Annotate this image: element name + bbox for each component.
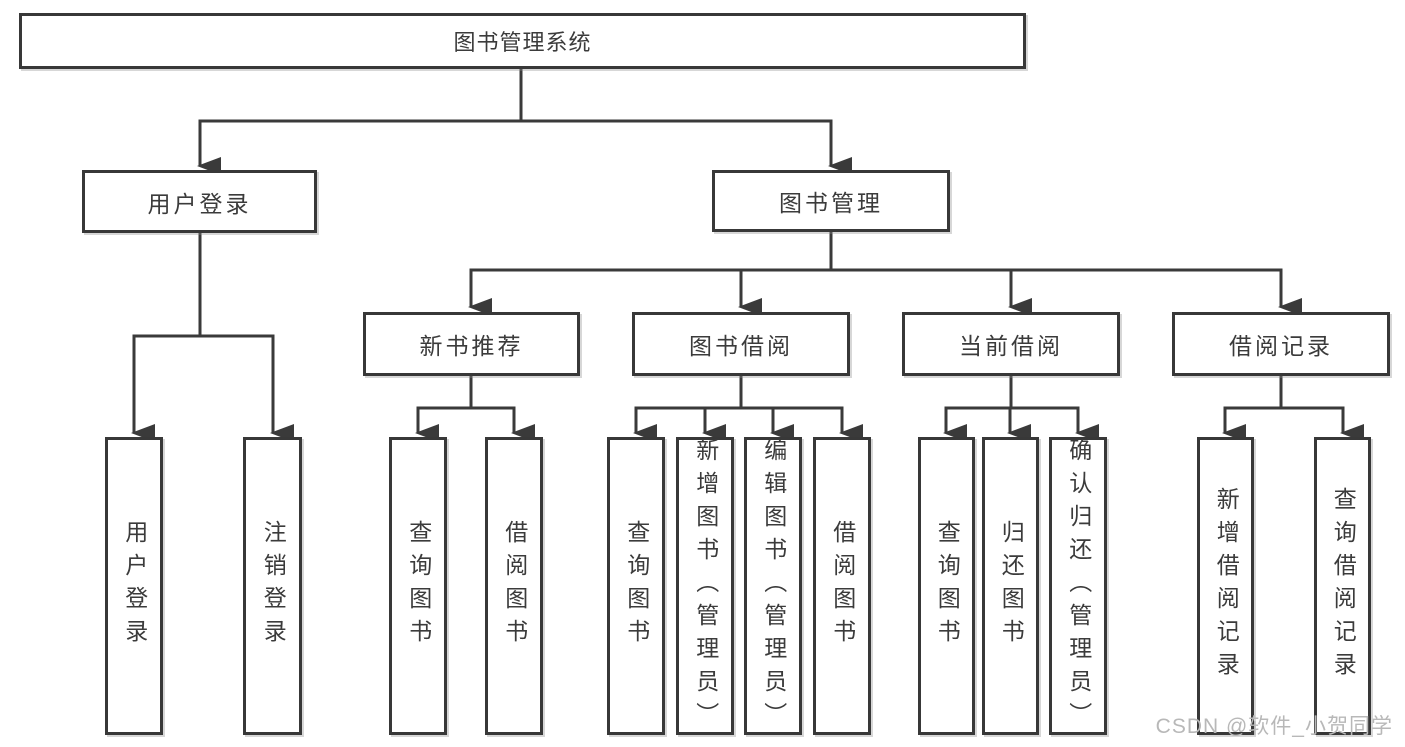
- node-confirm-return-admin-label: 确认归还（管理员）: [1065, 437, 1092, 735]
- node-query-books-1: 查询图书: [389, 437, 447, 735]
- node-add-borrow-record-label: 新增借阅记录: [1213, 487, 1240, 685]
- node-add-book-admin: 新增图书（管理员）: [676, 437, 734, 735]
- node-user-login-leaf-label: 用户登录: [121, 520, 148, 652]
- node-borrow-books-1: 借阅图书: [485, 437, 543, 735]
- node-new-book-recommend: 新书推荐: [363, 312, 580, 376]
- node-root-label: 图书管理系统: [453, 30, 592, 55]
- node-user-login: 用户登录: [82, 170, 317, 233]
- node-book-management-label: 图书管理: [779, 190, 883, 216]
- node-confirm-return-admin: 确认归还（管理员）: [1049, 437, 1107, 735]
- node-new-book-recommend-label: 新书推荐: [419, 333, 524, 359]
- node-book-borrow-label: 图书借阅: [689, 333, 793, 359]
- node-borrow-records-label: 借阅记录: [1229, 333, 1333, 359]
- node-user-login-label: 用户登录: [147, 190, 252, 217]
- node-book-management: 图书管理: [712, 170, 950, 232]
- node-query-books-1-label: 查询图书: [405, 520, 432, 652]
- node-borrow-books-2: 借阅图书: [813, 437, 871, 735]
- node-current-borrow: 当前借阅: [902, 312, 1120, 376]
- node-return-book-label: 归还图书: [998, 520, 1025, 652]
- node-root: 图书管理系统: [19, 13, 1026, 69]
- node-borrow-books-2-label: 借阅图书: [829, 520, 856, 652]
- node-book-borrow: 图书借阅: [632, 312, 850, 376]
- node-query-books-3: 查询图书: [918, 437, 975, 735]
- node-query-books-3-label: 查询图书: [934, 520, 961, 652]
- node-logout-leaf: 注销登录: [243, 437, 302, 735]
- node-borrow-records: 借阅记录: [1172, 312, 1390, 376]
- node-borrow-books-1-label: 借阅图书: [501, 520, 528, 652]
- node-edit-book-admin-label: 编辑图书（管理员）: [760, 437, 787, 735]
- node-query-books-2: 查询图书: [607, 437, 665, 735]
- watermark-text: CSDN @软件_小贺同学: [1155, 715, 1393, 738]
- node-logout-leaf-label: 注销登录: [260, 520, 287, 652]
- node-query-borrow-record: 查询借阅记录: [1314, 437, 1371, 735]
- node-add-book-admin-label: 新增图书（管理员）: [692, 437, 719, 735]
- node-query-borrow-record-label: 查询借阅记录: [1330, 487, 1357, 685]
- node-current-borrow-label: 当前借阅: [959, 333, 1063, 359]
- node-user-login-leaf: 用户登录: [105, 437, 163, 735]
- node-query-books-2-label: 查询图书: [623, 520, 650, 652]
- node-return-book: 归还图书: [982, 437, 1039, 735]
- node-add-borrow-record: 新增借阅记录: [1197, 437, 1254, 735]
- node-edit-book-admin: 编辑图书（管理员）: [744, 437, 802, 735]
